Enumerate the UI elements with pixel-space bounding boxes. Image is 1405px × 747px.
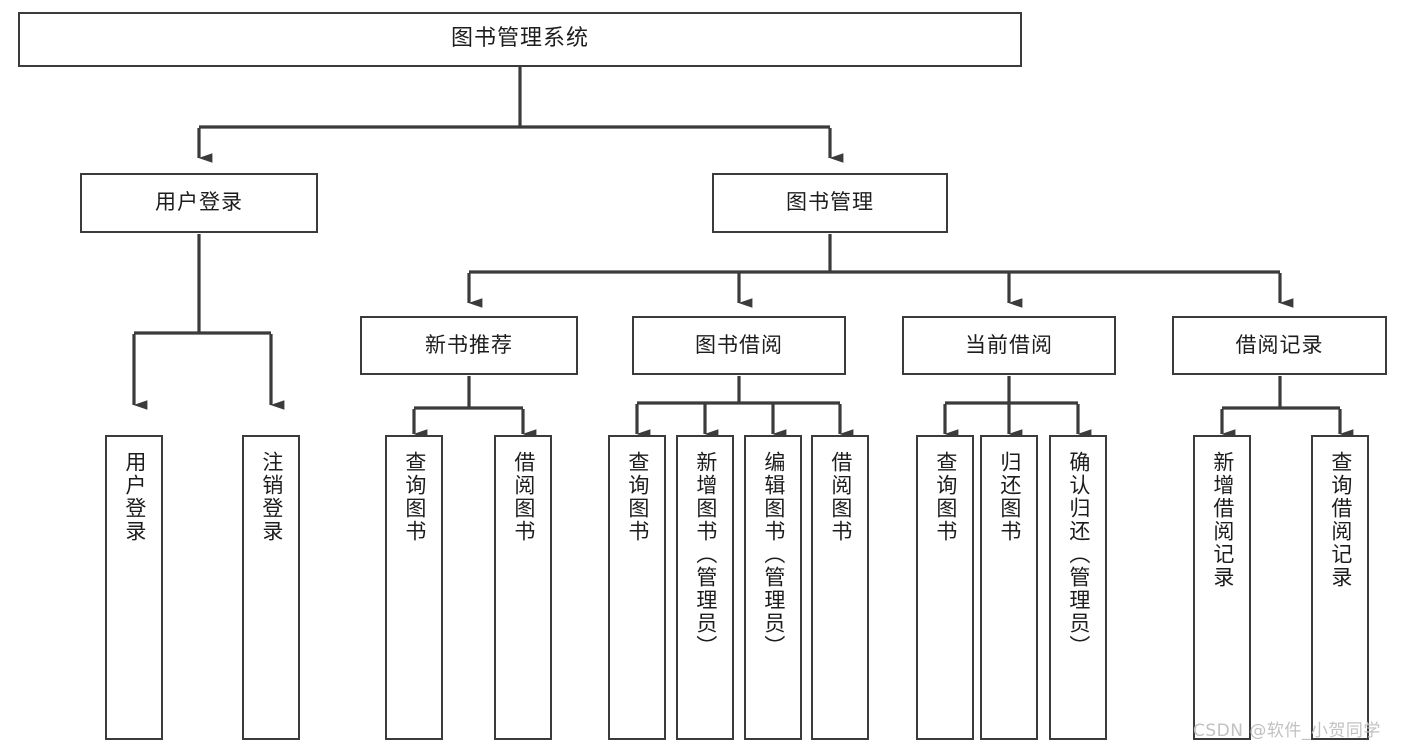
leaf-book-borrow-borrow-book[interactable]: 借阅图书 <box>811 435 869 740</box>
leaf-current-borrow-query-book[interactable]: 查询图书 <box>916 435 974 740</box>
leaf-new-book-borrow-book[interactable]: 借阅图书 <box>494 435 552 740</box>
leaf-book-borrow-add-book-admin[interactable]: 新增图书（管理员） <box>676 435 734 740</box>
node-label: 用户登录 <box>122 451 147 543</box>
node-label: 查询图书 <box>933 451 958 543</box>
leaf-borrow-record-add-record[interactable]: 新增借阅记录 <box>1193 435 1251 740</box>
node-label: 图书借阅 <box>695 332 783 357</box>
node-user-login[interactable]: 用户登录 <box>80 173 318 233</box>
node-book-management[interactable]: 图书管理 <box>712 173 948 233</box>
node-label: 查询借阅记录 <box>1328 451 1353 589</box>
leaf-book-borrow-edit-book-admin[interactable]: 编辑图书（管理员） <box>744 435 802 740</box>
node-label: 图书管理系统 <box>450 26 589 52</box>
node-label: 新书推荐 <box>425 332 513 357</box>
node-label: 编辑图书（管理员） <box>761 451 786 658</box>
node-book-borrow[interactable]: 图书借阅 <box>632 316 846 375</box>
node-label: 新增借阅记录 <box>1210 451 1235 589</box>
node-label: 图书管理 <box>786 190 874 215</box>
node-label: 查询图书 <box>625 451 650 543</box>
leaf-book-borrow-query-book[interactable]: 查询图书 <box>608 435 666 740</box>
node-label: 查询图书 <box>402 451 427 543</box>
node-label: 用户登录 <box>155 190 243 215</box>
leaf-current-borrow-return-book[interactable]: 归还图书 <box>980 435 1038 740</box>
node-label: 确认归还（管理员） <box>1066 451 1091 658</box>
node-label: 借阅图书 <box>511 451 536 543</box>
node-root-book-management-system[interactable]: 图书管理系统 <box>18 12 1022 67</box>
leaf-borrow-record-query-record[interactable]: 查询借阅记录 <box>1311 435 1369 740</box>
leaf-user-login-logout[interactable]: 注销登录 <box>242 435 300 740</box>
node-current-borrow[interactable]: 当前借阅 <box>902 316 1116 375</box>
node-label: 当前借阅 <box>965 332 1053 357</box>
node-label: 新增图书（管理员） <box>693 451 718 658</box>
node-label: 借阅图书 <box>828 451 853 543</box>
leaf-new-book-query-book[interactable]: 查询图书 <box>385 435 443 740</box>
node-new-book-recommend[interactable]: 新书推荐 <box>360 316 578 375</box>
leaf-current-borrow-confirm-return-admin[interactable]: 确认归还（管理员） <box>1049 435 1107 740</box>
node-label: 归还图书 <box>997 451 1022 543</box>
node-label: 注销登录 <box>259 451 284 543</box>
node-borrow-record[interactable]: 借阅记录 <box>1172 316 1387 375</box>
csdn-watermark: CSDN @软件_小贺同学 <box>1193 721 1381 741</box>
leaf-user-login-login[interactable]: 用户登录 <box>105 435 163 740</box>
node-label: 借阅记录 <box>1235 332 1324 357</box>
